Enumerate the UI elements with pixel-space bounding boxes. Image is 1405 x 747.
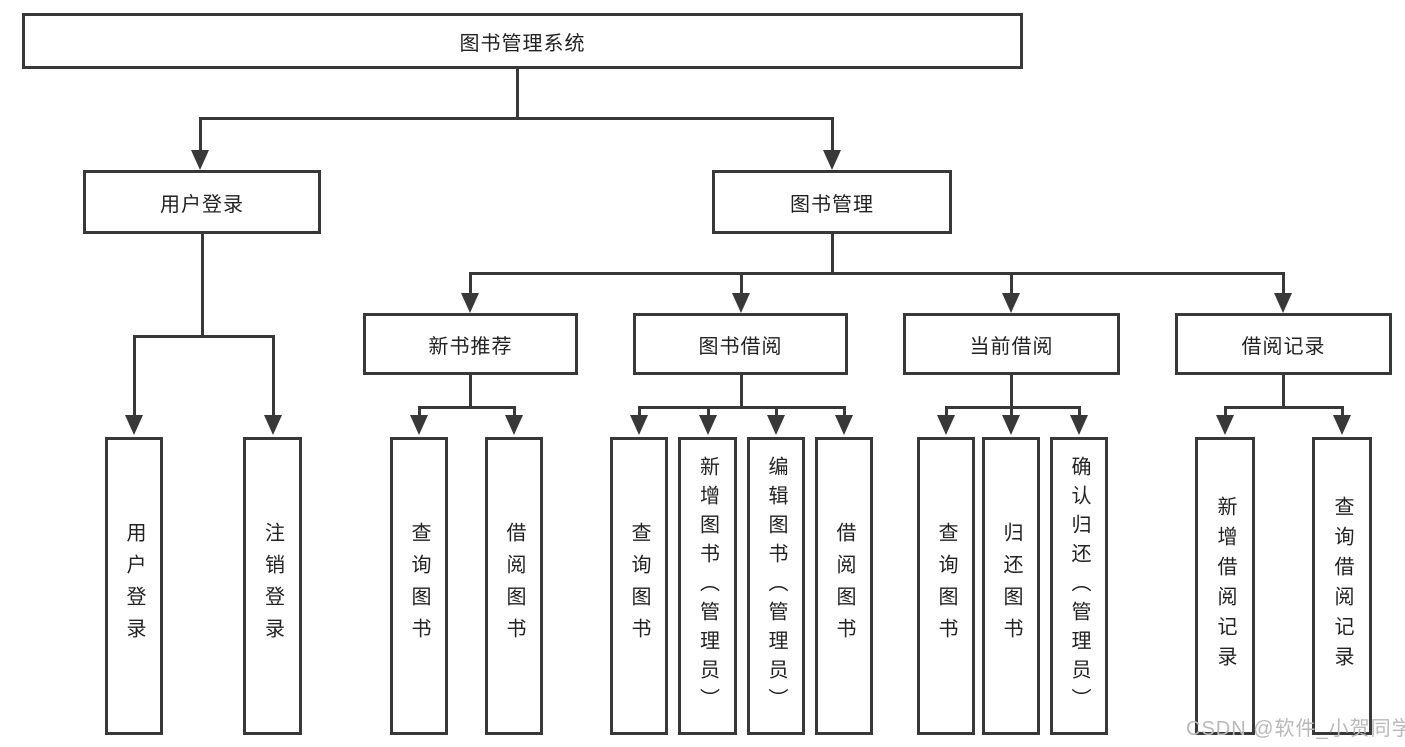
connector-line (1282, 375, 1285, 409)
arrowhead-icon (835, 415, 853, 435)
arrowhead-icon (630, 415, 648, 435)
connector-line (272, 335, 275, 417)
arrowhead-icon (732, 293, 750, 313)
connector-line (775, 406, 778, 417)
leaf-user-login: 用户登录 (105, 437, 163, 735)
connector-line (133, 335, 136, 417)
node-library-system: 图书管理系统 (22, 13, 1023, 69)
connector-line (513, 406, 516, 417)
leaf-add-book-admin: 新增图书（管理员） (678, 437, 737, 735)
leaf-add-borrow-record: 新增借阅记录 (1195, 437, 1255, 735)
connector-line (1282, 272, 1285, 295)
connector-line (516, 69, 519, 120)
leaf-label: 归还图书 (1000, 522, 1022, 650)
arrowhead-icon (1274, 293, 1292, 313)
connector-line (199, 117, 833, 120)
arrowhead-icon (264, 415, 282, 435)
connector-line (638, 406, 641, 417)
connector-line (469, 272, 1284, 275)
node-borrow-records: 借阅记录 (1175, 313, 1392, 375)
leaf-edit-book-admin: 编辑图书（管理员） (747, 437, 805, 735)
node-current-borrow: 当前借阅 (903, 313, 1120, 375)
node-book-management: 图书管理 (712, 170, 952, 234)
connector-line (707, 406, 710, 417)
leaf-label: 新增图书（管理员） (696, 455, 719, 717)
connector-line (1010, 272, 1013, 295)
leaf-logout: 注销登录 (243, 437, 302, 735)
arrowhead-icon (125, 415, 143, 435)
arrowhead-icon (410, 415, 428, 435)
leaf-label: 新增借阅记录 (1214, 496, 1236, 676)
connector-line (740, 375, 743, 409)
leaf-query-books-recommend: 查询图书 (390, 437, 448, 735)
connector-line (1341, 406, 1344, 417)
connector-line (418, 406, 516, 409)
leaf-query-books-current: 查询图书 (917, 437, 975, 735)
arrowhead-icon (1216, 415, 1234, 435)
leaf-label: 用户登录 (123, 522, 145, 650)
connector-line (1224, 406, 1227, 417)
csdn-watermark: CSDN @软件_小贺同学 (1186, 718, 1405, 740)
connector-line (1010, 375, 1013, 409)
arrowhead-icon (505, 415, 523, 435)
leaf-borrow-books: 借阅图书 (815, 437, 873, 735)
node-book-borrow: 图书借阅 (633, 313, 848, 375)
arrowhead-icon (191, 150, 209, 170)
leaf-return-books: 归还图书 (982, 437, 1040, 735)
arrowhead-icon (461, 293, 479, 313)
leaf-query-borrow-record: 查询借阅记录 (1312, 437, 1372, 735)
connector-line (133, 335, 274, 338)
arrowhead-icon (699, 415, 717, 435)
arrowhead-icon (767, 415, 785, 435)
connector-line (469, 375, 472, 409)
connector-line (740, 272, 743, 295)
connector-line (418, 406, 421, 417)
leaf-label: 确认归还（管理员） (1068, 455, 1090, 717)
arrowhead-icon (937, 415, 955, 435)
connector-line (1078, 406, 1081, 417)
node-new-book-recommend: 新书推荐 (363, 313, 578, 375)
connector-line (1224, 406, 1343, 409)
leaf-borrow-books-recommend: 借阅图书 (485, 437, 543, 735)
connector-line (638, 406, 846, 409)
leaf-label: 借阅图书 (503, 522, 525, 650)
arrowhead-icon (1070, 415, 1088, 435)
node-user-login: 用户登录 (83, 170, 321, 234)
connector-line (199, 117, 202, 152)
connector-line (201, 234, 204, 338)
leaf-query-books-borrow: 查询图书 (610, 437, 668, 735)
leaf-label: 编辑图书（管理员） (765, 455, 787, 717)
arrowhead-icon (1333, 415, 1351, 435)
connector-line (831, 117, 834, 152)
leaf-label: 查询图书 (628, 522, 650, 650)
leaf-label: 借阅图书 (833, 522, 855, 650)
connector-line (469, 272, 472, 295)
connector-line (843, 406, 846, 417)
leaf-label: 查询图书 (935, 522, 957, 650)
leaf-label: 查询借阅记录 (1331, 496, 1353, 676)
connector-line (1010, 406, 1013, 417)
arrowhead-icon (1002, 415, 1020, 435)
arrowhead-icon (823, 150, 841, 170)
connector-line (945, 406, 948, 417)
leaf-label: 查询图书 (408, 522, 430, 650)
arrowhead-icon (1002, 293, 1020, 313)
leaf-label: 注销登录 (261, 522, 284, 650)
leaf-confirm-return-admin: 确认归还（管理员） (1050, 437, 1108, 735)
connector-line (831, 234, 834, 275)
